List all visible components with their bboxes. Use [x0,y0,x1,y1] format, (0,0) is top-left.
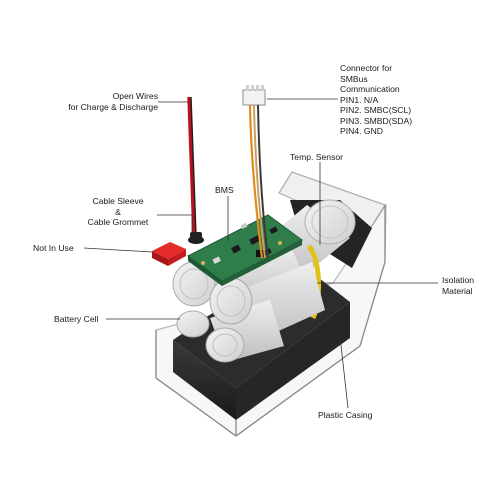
cable-sleeve-label: Cable Sleeve & Cable Grommet [78,196,158,228]
isolation-material-label: Isolation Material [442,275,474,296]
callout-lines [83,98,438,409]
open-wires-label: Open Wires for Charge & Discharge [60,91,158,112]
plastic-casing-label: Plastic Casing [318,410,373,420]
connector-label-line2: SMBus [340,73,368,84]
not-in-use-label: Not In Use [33,243,74,253]
not-in-use-part [152,242,186,266]
isolation-material-label-line2: Material [442,285,473,296]
connector-pin4: PIN4. GND [340,126,383,136]
battery-cell-label: Battery Cell [54,314,99,324]
open-wires-label-line2: for Charge & Discharge [68,101,158,112]
connector-pin1: PIN1. N/A [340,94,379,105]
open-wires [187,96,204,244]
cable-sleeve-label-line2: & [115,206,121,217]
open-wires-label-line1: Open Wires [112,91,158,101]
cable-sleeve-label-line3: Cable Grommet [87,217,149,227]
connector-pin3: PIN3. SMBD(SDA) [340,115,413,126]
isolation-material-label-line1: Isolation [442,275,475,285]
connector-label-line3: Communication [340,84,400,94]
connector-label-line1: Connector for [340,63,393,73]
temp-sensor-label: Temp. Sensor [290,152,344,162]
connector-pin2: PIN2. SMBC(SCL) [340,105,412,115]
connector-label: Connector for SMBus Communication PIN1. … [340,63,412,137]
bms-label: BMS [215,185,234,195]
smbus-connector [242,85,269,259]
cable-sleeve-label-line1: Cable Sleeve [92,196,144,206]
